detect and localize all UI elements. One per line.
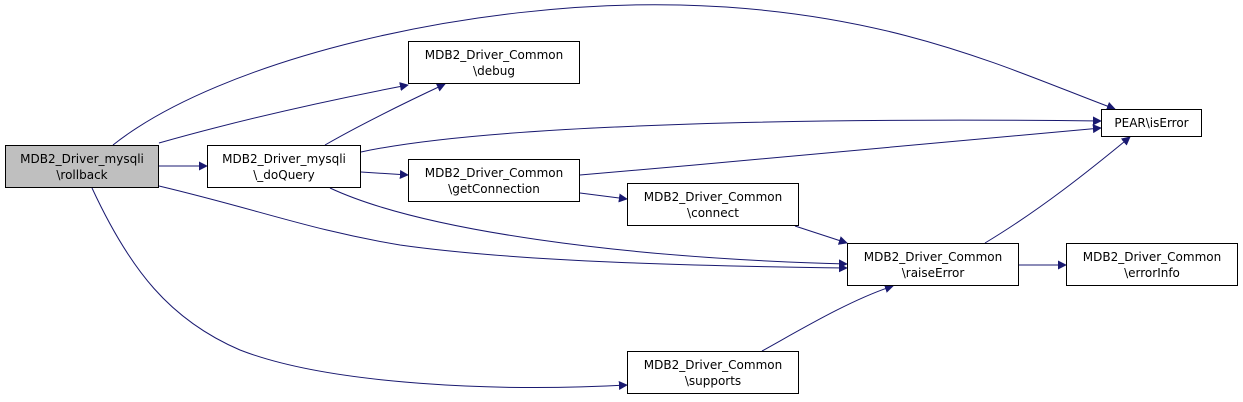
node-label-line: \connect (687, 205, 739, 220)
edge-doQuery-to-debug (324, 83, 446, 146)
edges-layer (91, 4, 1131, 390)
node-label-line: MDB2_Driver_Common (643, 357, 783, 372)
node-rollback[interactable]: MDB2_Driver_mysqli\rollback (5, 145, 159, 188)
node-errorInfo[interactable]: MDB2_Driver_Common\errorInfo (1066, 243, 1238, 286)
node-getConnection[interactable]: MDB2_Driver_Common\getConnection (408, 159, 580, 202)
edge-raiseError-to-isError (984, 136, 1131, 244)
node-label-line: \rollback (56, 167, 108, 182)
node-doQuery[interactable]: MDB2_Driver_mysqli\_doQuery (207, 145, 361, 188)
edge-rollback-to-debug (158, 82, 409, 144)
node-label-line: MDB2_Driver_mysqli (20, 151, 144, 166)
edge-getConnection-to-connect (579, 192, 628, 203)
edge-doQuery-to-getConnection (360, 169, 409, 179)
node-label-line: MDB2_Driver_Common (863, 249, 1003, 264)
node-supports[interactable]: MDB2_Driver_Common\supports (627, 351, 799, 394)
node-isError[interactable]: PEAR\isError (1101, 109, 1202, 137)
node-label-line: \debug (473, 63, 515, 78)
node-raiseError[interactable]: MDB2_Driver_Common\raiseError (847, 243, 1019, 286)
node-label-line: \raiseError (901, 265, 965, 280)
edge-connect-to-raiseError (794, 225, 848, 245)
edge-rollback-to-isError (112, 4, 1116, 146)
edge-supports-to-raiseError (761, 284, 894, 352)
node-label-line: \errorInfo (1124, 265, 1180, 280)
node-label-line: MDB2_Driver_mysqli (222, 151, 346, 166)
node-label-line: \_doQuery (253, 167, 315, 182)
node-label-line: MDB2_Driver_Common (424, 165, 564, 180)
node-label-line: MDB2_Driver_Common (424, 47, 564, 62)
node-label-line: \supports (684, 373, 742, 388)
node-debug[interactable]: MDB2_Driver_Common\debug (408, 41, 580, 84)
edge-getConnection-to-isError (579, 124, 1102, 176)
node-connect[interactable]: MDB2_Driver_Common\connect (627, 183, 799, 226)
node-label-line: PEAR\isError (1114, 116, 1189, 130)
edge-rollback-to-supports (91, 187, 628, 390)
edge-doQuery-to-raiseError (329, 187, 848, 269)
edge-rollback-to-raiseError (158, 185, 848, 273)
node-label-line: MDB2_Driver_Common (1082, 249, 1222, 264)
edge-doQuery-to-isError (360, 116, 1102, 153)
node-label-line: \getConnection (448, 181, 540, 196)
node-label-line: MDB2_Driver_Common (643, 189, 783, 204)
